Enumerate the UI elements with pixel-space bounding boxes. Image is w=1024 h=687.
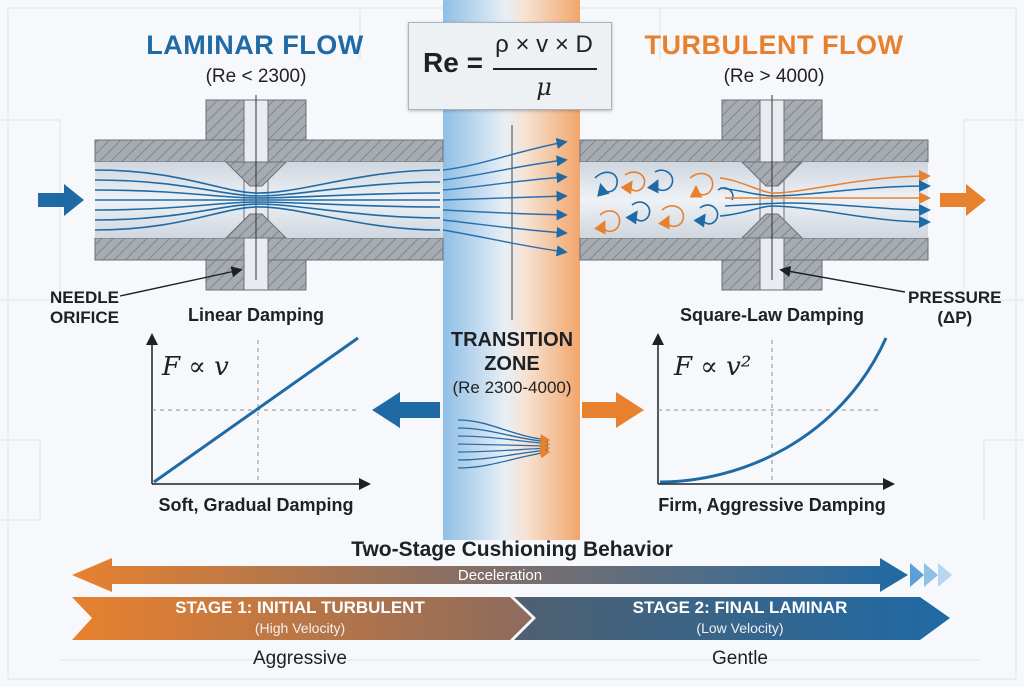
aggressive-label: Aggressive xyxy=(253,648,347,669)
pressure-callout: PRESSURE (ΔP) xyxy=(908,288,1002,328)
delta-p-label: (ΔP) xyxy=(937,308,973,327)
laminar-re-range: (Re < 2300) xyxy=(205,66,307,87)
square-law-damping-graph xyxy=(652,333,895,490)
gentle-label: Gentle xyxy=(712,648,768,669)
square-law-formula: F ∝ v² xyxy=(674,352,752,382)
needle-orifice-callout: NEEDLE ORIFICE xyxy=(50,288,119,328)
chevron-icon xyxy=(924,563,938,587)
equation-numerator: ρ × v × D xyxy=(495,31,593,58)
stage2-subtitle: (Low Velocity) xyxy=(696,620,784,636)
pressure-label: PRESSURE xyxy=(908,288,1002,307)
pressure-callout-leader xyxy=(779,265,906,293)
needle-callout-leader xyxy=(119,266,243,297)
deceleration-label: Deceleration xyxy=(457,567,543,584)
deceleration-arrow xyxy=(72,558,908,592)
square-law-damping-label: Square-Law Damping xyxy=(679,305,865,325)
linear-curve xyxy=(153,336,359,484)
chevron-icon xyxy=(938,563,952,587)
square-law-curve xyxy=(659,337,888,484)
linear-damping-label: Linear Damping xyxy=(187,305,325,325)
right-zone-arrow-icon xyxy=(582,392,644,428)
transition-line1: TRANSITION xyxy=(450,329,574,351)
inlet-arrow-icon xyxy=(38,184,84,216)
linear-damping-graph xyxy=(146,333,371,490)
equation-lhs: Re = xyxy=(423,47,483,78)
outlet-arrow-icon xyxy=(940,184,986,216)
turbulent-exit-streamlines xyxy=(719,170,931,228)
reynolds-equation-box: Re = ρ × v × D μ xyxy=(408,22,612,110)
stage1-title: STAGE 1: INITIAL TURBULENT xyxy=(175,598,425,617)
chevron-icon xyxy=(910,563,924,587)
stage2-band xyxy=(514,597,950,640)
turbulent-pipe xyxy=(579,95,929,291)
transition-streamlines xyxy=(442,137,568,257)
stage1-band xyxy=(72,597,532,640)
turbulent-flow-heading: TURBULENT FLOW xyxy=(644,30,904,60)
laminar-streamlines xyxy=(94,169,441,231)
firm-damping-caption: Firm, Aggressive Damping xyxy=(658,495,886,515)
left-zone-arrow-icon xyxy=(372,392,440,428)
soft-damping-caption: Soft, Gradual Damping xyxy=(158,495,354,515)
turbulent-eddies xyxy=(593,169,734,235)
transition-re-range: (Re 2300-4000) xyxy=(452,378,572,397)
turbulent-re-range: (Re > 4000) xyxy=(723,66,825,87)
stage2-title: STAGE 2: FINAL LAMINAR xyxy=(632,598,848,617)
fraction-bar xyxy=(493,68,597,70)
stage1-subtitle: (High Velocity) xyxy=(254,620,346,636)
laminar-flow-heading: LAMINAR FLOW xyxy=(146,30,364,60)
equation-denominator: μ xyxy=(536,73,552,101)
linear-formula: F ∝ v xyxy=(162,352,229,382)
transition-zone-title: TRANSITION ZONE xyxy=(451,328,573,376)
transition-line2: ZONE xyxy=(484,353,540,375)
orifice-label: ORIFICE xyxy=(50,308,119,327)
behavior-title: Two-Stage Cushioning Behavior xyxy=(351,538,673,561)
needle-label: NEEDLE xyxy=(50,288,119,307)
transition-mini-streamlines xyxy=(457,419,551,469)
